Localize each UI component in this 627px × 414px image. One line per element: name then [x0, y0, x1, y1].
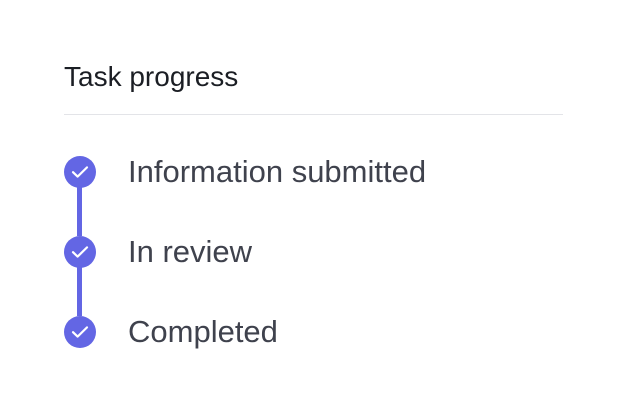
check-icon: [71, 326, 89, 338]
step-in-review: In review: [64, 234, 253, 269]
step-completed: Completed: [64, 314, 278, 349]
card-title: Task progress: [64, 61, 239, 92]
step-connector: [77, 256, 82, 316]
step-label: Information submitted: [128, 154, 427, 189]
check-icon: [71, 166, 89, 178]
step-information-submitted: Information submitted: [64, 154, 427, 189]
step-complete-indicator: [64, 236, 96, 268]
divider: [64, 114, 563, 115]
step-label: Completed: [128, 314, 278, 349]
check-icon: [71, 246, 89, 258]
step-complete-indicator: [64, 316, 96, 348]
step-label: In review: [128, 234, 253, 269]
step-connector: [77, 176, 82, 236]
step-complete-indicator: [64, 156, 96, 188]
